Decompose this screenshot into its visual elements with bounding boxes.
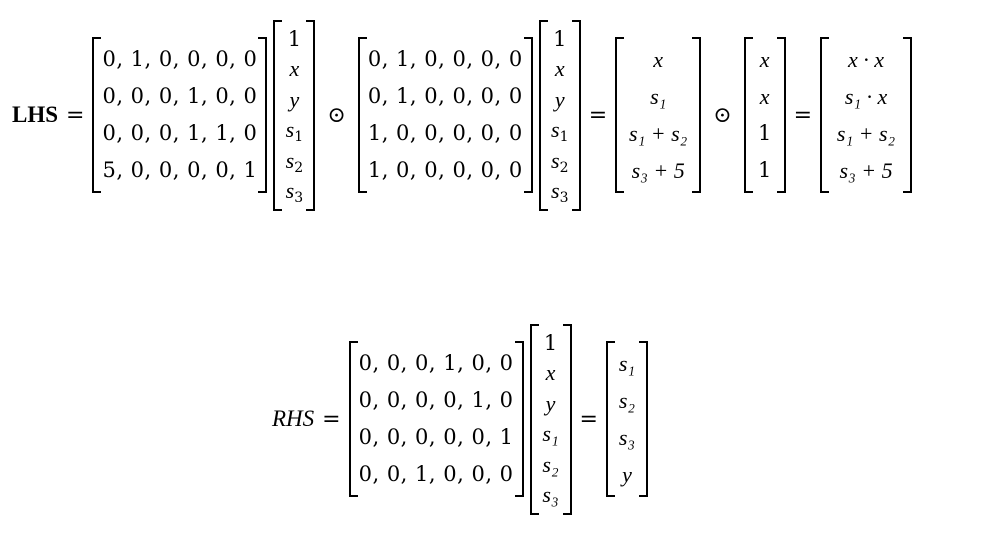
equals-sign: = [579,406,598,432]
vector-entry: s₁ + s₂ [836,121,896,146]
vector-entry: x · x [848,47,885,72]
matrix-row: 0, 1, 0, 0, 0, 0 [367,84,523,108]
vector-entry: s₂ [618,388,636,413]
lhs-result-vector-a: x s₁ s₁ + s₂ s₃ + 5 [615,35,702,195]
vector-entry: s3 [551,178,569,206]
rhs-witness-vector: 1 x y s₁ s₂ s₃ [529,322,572,517]
equals-sign: = [793,102,813,128]
vector-entry: 1 [543,330,558,355]
vector-entry: x [554,56,565,81]
matrix-row: 0, 1, 0, 0, 0, 0 [102,47,258,71]
hadamard-product-operator: ⊙ [327,102,346,128]
lhs-equation: LHS = 0, 1, 0, 0, 0, 0 0, 0, 0, 1, 0, 0 … [12,10,913,220]
vector-entry: s₂ [542,451,559,477]
equals-sign: = [322,406,341,432]
vector-entry: x [653,47,664,72]
vector-entry: s1 [551,117,569,145]
rhs-matrix-c: 0, 0, 0, 1, 0, 0 0, 0, 0, 0, 1, 0 0, 0, … [348,339,524,499]
vector-entry: 1 [287,26,302,51]
matrix-row: 0, 0, 0, 0, 0, 1 [358,425,514,449]
vector-entry: s1 [285,117,304,145]
vector-entry: y [622,462,632,487]
vector-entry: 1 [757,158,772,182]
rhs-label: RHS [272,406,315,431]
vector-entry: s₁ [618,351,636,376]
vector-entry: s₁ [650,84,667,109]
rhs-equation: RHS = 0, 0, 0, 1, 0, 0 0, 0, 0, 0, 1, 0 … [272,314,648,524]
vector-entry: s₃ [618,425,636,450]
matrix-row: 0, 0, 0, 1, 1, 0 [102,121,258,145]
matrix-row: 0, 0, 0, 1, 0, 0 [102,84,258,108]
lhs-matrix-b: 0, 1, 0, 0, 0, 0 0, 1, 0, 0, 0, 0 1, 0, … [357,35,533,195]
lhs-result-vector-b: x x 1 1 [743,35,786,195]
matrix-row: 0, 0, 0, 0, 1, 0 [358,388,514,412]
lhs-witness-vector-1: 1 x y s1 s2 s3 [273,18,316,213]
matrix-row: 1, 0, 0, 0, 0, 0 [367,158,523,182]
vector-entry: x [545,360,556,385]
equals-sign: = [588,102,608,128]
matrix-row: 5, 0, 0, 0, 0, 1 [102,158,258,182]
vector-entry: s₁ + s₂ [629,121,688,146]
lhs-witness-vector-2: 1 x y s1 s2 s3 [538,18,581,213]
matrix-row: 0, 0, 1, 0, 0, 0 [358,462,514,486]
vector-entry: x [759,47,770,72]
matrix-row: 0, 1, 0, 0, 0, 0 [367,47,523,71]
vector-entry: y [545,390,556,416]
vector-entry: s₁ · x [844,84,888,109]
vector-entry: s₃ + 5 [631,158,685,183]
hadamard-product-operator: ⊙ [713,102,732,128]
vector-entry: 1 [757,121,772,145]
vector-entry: s₃ + 5 [839,158,893,183]
vector-entry: s2 [285,147,304,176]
lhs-final-vector: x · x s₁ · x s₁ + s₂ s₃ + 5 [820,35,913,195]
vector-entry: 1 [553,26,567,51]
rhs-result-vector: s₁ s₂ s₃ y [605,339,648,499]
lhs-matrix-a: 0, 1, 0, 0, 0, 0 0, 0, 0, 1, 0, 0 0, 0, … [92,35,268,195]
vector-entry: y [554,86,565,112]
vector-entry: s3 [285,178,304,206]
vector-entry: s₁ [542,421,559,446]
equals-sign: = [66,102,85,128]
vector-entry: s₃ [542,482,559,507]
vector-entry: x [759,84,770,109]
matrix-row: 0, 0, 0, 1, 0, 0 [358,351,514,375]
matrix-row: 1, 0, 0, 0, 0, 0 [367,121,523,145]
lhs-label: LHS [12,102,59,127]
vector-entry: y [289,86,300,112]
vector-entry: x [289,56,300,81]
vector-entry: s2 [551,147,569,176]
